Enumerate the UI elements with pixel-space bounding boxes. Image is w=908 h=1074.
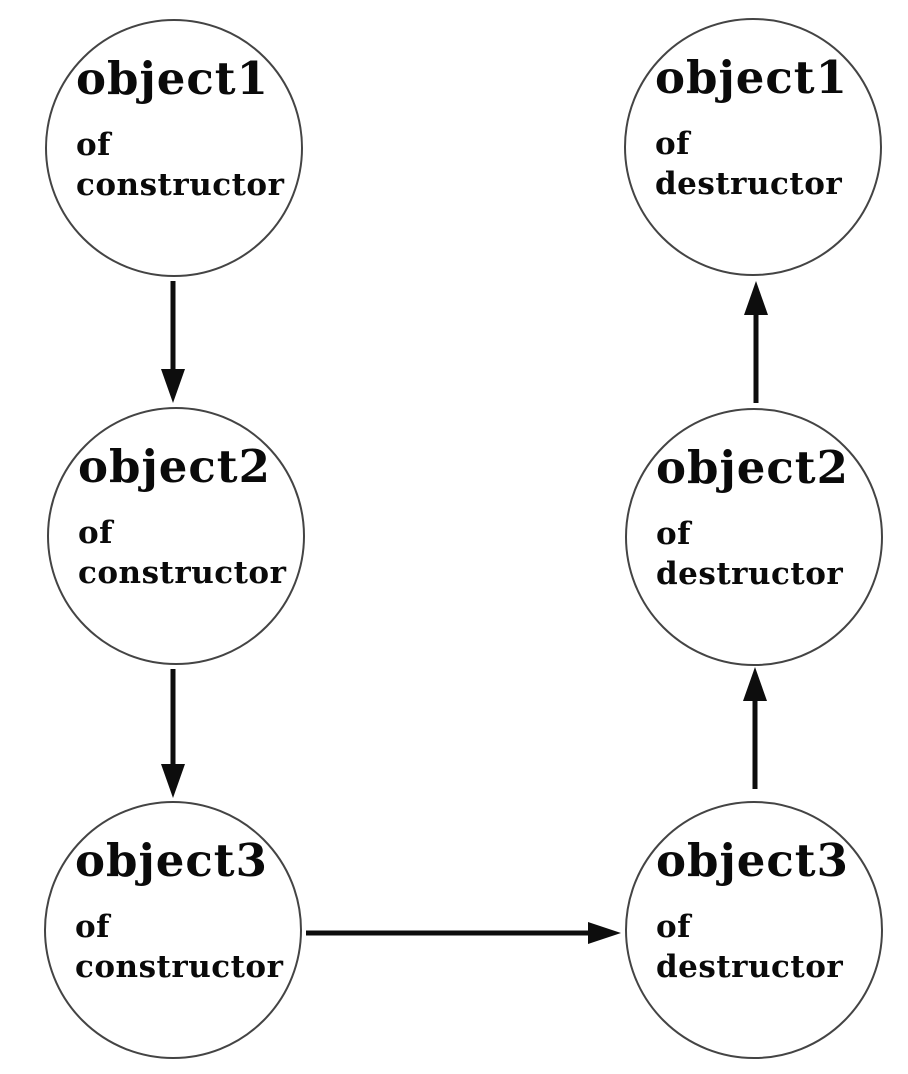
arrow-constructor1-to-constructor2: [161, 281, 185, 403]
node-destructor-object3: object3 of destructor: [625, 801, 883, 1059]
node-subtitle: of destructor: [656, 514, 868, 595]
node-constructor-object2: object2 of constructor: [47, 407, 305, 665]
node-subtitle-line2: destructor: [656, 949, 844, 986]
node-subtitle-line1: of: [656, 908, 692, 945]
node-subtitle-line1: of: [78, 514, 114, 551]
node-subtitle-line1: of: [75, 908, 111, 945]
node-title: object2: [78, 440, 271, 493]
node-label: object2 of constructor: [78, 441, 290, 593]
node-subtitle: of constructor: [78, 513, 290, 594]
node-constructor-object1: object1 of constructor: [45, 19, 303, 277]
arrow-destructor3-to-destructor2: [743, 667, 767, 789]
node-subtitle: of destructor: [656, 907, 868, 988]
node-subtitle: of destructor: [655, 124, 867, 205]
node-destructor-object1: object1 of destructor: [624, 18, 882, 276]
node-subtitle-line2: destructor: [656, 556, 844, 593]
node-subtitle: of constructor: [76, 125, 288, 206]
node-subtitle-line2: constructor: [75, 949, 284, 986]
node-constructor-object3: object3 of constructor: [44, 801, 302, 1059]
node-label: object3 of constructor: [75, 835, 287, 987]
node-subtitle-line2: destructor: [655, 166, 843, 203]
node-label: object3 of destructor: [656, 835, 868, 987]
arrow-destructor2-to-destructor1: [744, 281, 768, 403]
node-subtitle: of constructor: [75, 907, 287, 988]
node-title: object1: [76, 52, 269, 105]
node-title: object3: [656, 834, 849, 887]
node-title: object3: [75, 834, 268, 887]
node-title: object1: [655, 51, 848, 104]
node-subtitle-line1: of: [656, 515, 692, 552]
node-title: object2: [656, 441, 849, 494]
node-subtitle-line2: constructor: [76, 167, 285, 204]
node-label: object2 of destructor: [656, 442, 868, 594]
arrow-constructor3-to-destructor3: [306, 922, 621, 944]
node-subtitle-line1: of: [655, 125, 691, 162]
node-subtitle-line1: of: [76, 126, 112, 163]
node-label: object1 of constructor: [76, 53, 288, 205]
arrow-constructor2-to-constructor3: [161, 669, 185, 798]
node-label: object1 of destructor: [655, 52, 867, 204]
node-subtitle-line2: constructor: [78, 555, 287, 592]
node-destructor-object2: object2 of destructor: [625, 408, 883, 666]
